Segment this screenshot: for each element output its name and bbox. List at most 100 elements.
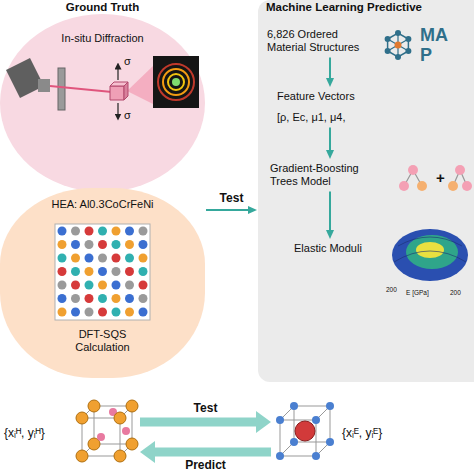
atom-large xyxy=(76,412,88,424)
aperture-plate xyxy=(58,68,65,110)
atom-large xyxy=(295,421,315,441)
flow-arrow xyxy=(140,418,256,427)
tree-node xyxy=(448,181,458,191)
atom xyxy=(85,227,94,236)
atom-small xyxy=(312,416,320,424)
logo-dot xyxy=(405,36,411,42)
surface-mesh xyxy=(394,237,466,262)
atom xyxy=(71,254,80,263)
step-text: Feature Vectors xyxy=(277,90,423,103)
atom-large xyxy=(88,400,100,412)
atom xyxy=(98,240,107,249)
logo-dot xyxy=(405,48,411,54)
step-label: Elastic Moduli xyxy=(292,240,377,257)
flow-arrow xyxy=(206,209,248,211)
atom xyxy=(125,308,134,317)
atom xyxy=(85,281,94,290)
atom xyxy=(71,308,80,317)
stress-symbol: σ xyxy=(124,110,131,121)
step-label: 6,826 Ordered Material Structures xyxy=(265,26,380,56)
atom xyxy=(71,294,80,303)
atom xyxy=(71,281,80,290)
dataset-symbol: {xᵢᴴ, yᵢᴴ} xyxy=(4,426,74,440)
atom xyxy=(125,254,134,263)
atom xyxy=(139,267,148,276)
atom xyxy=(98,281,107,290)
atom xyxy=(85,267,94,276)
logo-hexagon xyxy=(388,33,409,57)
feature-vector: [ρ, Ec, μ1, μ4, xyxy=(277,111,423,124)
diffraction-ring xyxy=(163,69,189,95)
flow-arrow xyxy=(329,191,331,230)
atom xyxy=(139,227,148,236)
atom xyxy=(112,254,121,263)
logo-text: MA xyxy=(420,26,448,44)
flow-arrow xyxy=(155,448,271,457)
tree-node xyxy=(462,181,472,191)
step-text: Gradient-Boosting Trees Model xyxy=(270,162,376,188)
atom xyxy=(98,227,107,236)
logo-lines xyxy=(388,33,409,57)
axis-tick: 200 xyxy=(450,290,461,297)
edge-label: Test xyxy=(192,402,220,416)
atom xyxy=(139,254,148,263)
atom xyxy=(85,240,94,249)
atom xyxy=(58,294,67,303)
atom xyxy=(112,281,121,290)
atom-large xyxy=(114,412,126,424)
atom xyxy=(125,227,134,236)
xray-beam xyxy=(50,86,112,92)
atom xyxy=(98,254,107,263)
atom xyxy=(71,267,80,276)
atom xyxy=(85,308,94,317)
step-label: Gradient-Boosting Trees Model xyxy=(268,160,378,190)
atom-small xyxy=(326,402,334,410)
atom xyxy=(112,308,121,317)
supercell-atoms xyxy=(58,227,148,317)
atom-small xyxy=(290,438,298,446)
atom-small xyxy=(276,452,284,460)
step-text: Elastic Moduli xyxy=(294,242,375,255)
atom-small xyxy=(312,452,320,460)
xray-nozzle xyxy=(38,79,50,92)
atom xyxy=(58,227,67,236)
atom xyxy=(125,281,134,290)
diffraction-ring xyxy=(168,74,184,90)
flow-arrow xyxy=(329,127,331,150)
diffracted-cone xyxy=(127,66,153,104)
supercell-frame xyxy=(55,224,150,320)
atom xyxy=(85,254,94,263)
atom xyxy=(125,294,134,303)
plus-sign: + xyxy=(436,170,445,185)
dataset-symbol: {xᵢᴱ, yᵢᴱ} xyxy=(342,426,412,440)
atom-large xyxy=(76,450,88,462)
atom-large xyxy=(126,438,138,450)
stress-arrow xyxy=(117,103,118,117)
atom-small xyxy=(122,427,130,435)
logo-dot xyxy=(395,30,401,36)
atom-large xyxy=(126,400,138,412)
tree-node xyxy=(399,181,409,191)
atom-small xyxy=(97,433,105,441)
atom xyxy=(58,308,67,317)
unit-cell xyxy=(82,406,132,456)
edge-label: Predict xyxy=(183,459,228,473)
atom xyxy=(98,308,107,317)
step-label: Feature Vectors [ρ, Ec, μ1, μ4, xyxy=(275,88,425,126)
tree-node xyxy=(408,165,418,175)
atom xyxy=(139,294,148,303)
atom xyxy=(71,240,80,249)
atom xyxy=(139,308,148,317)
atom xyxy=(98,294,107,303)
modulus-surface xyxy=(416,242,444,258)
atom-small xyxy=(326,438,334,446)
atom xyxy=(58,254,67,263)
atom-small xyxy=(276,416,284,424)
axis-title: E [GPa] xyxy=(406,290,429,297)
panel-heading: Ground Truth xyxy=(0,1,205,15)
unit-cell xyxy=(280,406,330,456)
stress-symbol: σ xyxy=(124,56,131,67)
